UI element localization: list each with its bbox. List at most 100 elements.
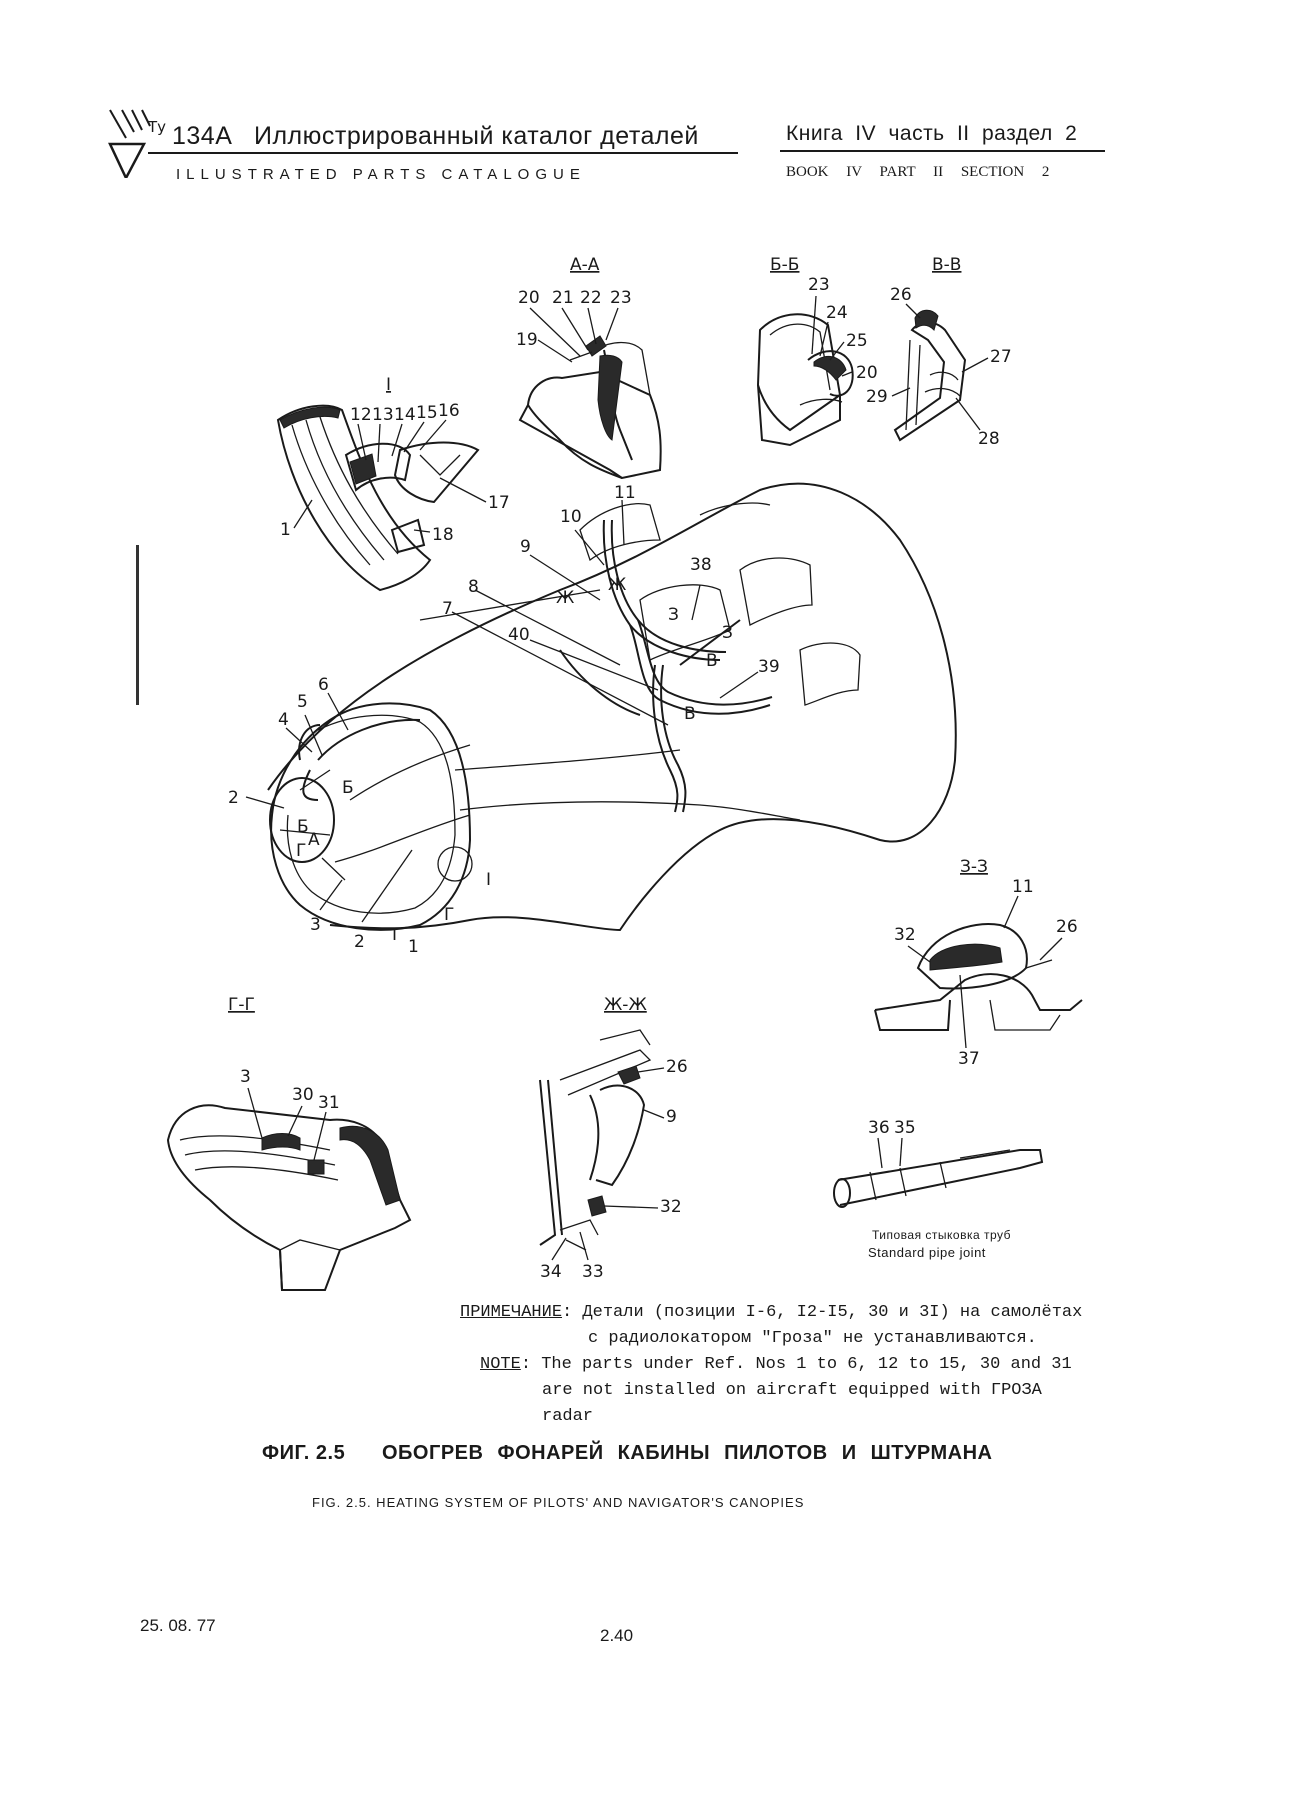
callout-7: 7 [442, 599, 453, 619]
main-callouts [245, 499, 759, 923]
callout-36: 36 [868, 1118, 890, 1138]
note-line-en-3: radar [542, 1407, 594, 1426]
note-label-ru: ПРИМЕЧАНИЕ [460, 1303, 563, 1322]
callout-39: 39 [758, 657, 780, 677]
canopy-main-view [267, 482, 957, 932]
section-detail-i: I [386, 375, 391, 395]
callout-6: 6 [318, 675, 329, 695]
section-vv: В-В [932, 255, 961, 275]
pipe-joint-caption-en: Standard pipe joint [868, 1245, 986, 1260]
view-letter-zh-left: Ж [556, 588, 574, 608]
section-aa-view [518, 335, 662, 480]
section-bb: Б-Б [770, 255, 799, 275]
figure-number-ru: ФИГ. 2.5 [262, 1442, 346, 1464]
view-letter-b-main: Б [342, 778, 354, 798]
callout-20b: 20 [856, 363, 878, 383]
view-letter-v-lower: В [684, 704, 696, 724]
view-letter-z-left: З [668, 605, 679, 625]
section-bb-view [756, 313, 854, 447]
note-label-en: NOTE [480, 1355, 521, 1374]
callout-9: 9 [520, 537, 531, 557]
catalog-title-ru: Иллюстрированный каталог деталей [254, 122, 699, 150]
view-letter-v-upper: В [706, 651, 718, 671]
callout-9b: 9 [666, 1107, 677, 1127]
callout-8: 8 [468, 577, 479, 597]
callout-13: 13 [372, 405, 394, 425]
note-line-en-2: are not installed on aircraft equipped w… [542, 1381, 1042, 1400]
note-line-en-1: NOTE: The parts under Ref. Nos 1 to 6, 1… [460, 1352, 1082, 1378]
callout-25: 25 [846, 331, 868, 351]
section-gg-view [166, 1104, 412, 1291]
figure-title-en: FIG. 2.5. HEATING SYSTEM OF PILOTS' AND … [312, 1495, 805, 1510]
callout-26b: 26 [1056, 917, 1078, 937]
view-letter-g-right: Г [444, 905, 454, 925]
section-zz-view [874, 923, 1083, 1031]
note-line-ru-1: ПРИМЕЧАНИЕ: Детали (позиции I-6, I2-I5, … [460, 1300, 1082, 1326]
callout-32a: 32 [894, 925, 916, 945]
callout-11a: 11 [614, 483, 636, 503]
figure-title-ru: ОБОГРЕВ ФОНАРЕЙ КАБИНЫ ПИЛОТОВ И ШТУРМАН… [382, 1442, 993, 1464]
callout-36-leader [877, 1137, 883, 1169]
callout-29: 29 [866, 387, 888, 407]
callout-5: 5 [297, 692, 308, 712]
note-line-ru-2: с радиолокатором "Гроза" не устанавливаю… [588, 1329, 1037, 1348]
header-rule-right [780, 150, 1105, 152]
detail-i-leaders [293, 419, 487, 533]
callout-2a: 2 [228, 788, 239, 808]
view-letter-a-small: А [308, 830, 320, 850]
view-letter-g-small: Г [296, 841, 306, 861]
section-zhzh-view [539, 1029, 652, 1251]
section-aa: А-А [570, 255, 600, 275]
detail-i-view [276, 404, 480, 592]
book-en: BOOK IV PART II SECTION 2 [786, 164, 1050, 180]
callout-32b: 32 [660, 1197, 682, 1217]
callout-38: 38 [690, 555, 712, 575]
callout-11b: 11 [1012, 877, 1034, 897]
callout-24: 24 [826, 303, 848, 323]
note-text-en-1: : The parts under Ref. Nos 1 to 6, 12 to… [520, 1355, 1072, 1374]
page-number: 2.40 [600, 1626, 634, 1645]
callout-27: 27 [990, 347, 1012, 367]
callout-23a: 23 [610, 288, 632, 308]
callout-2b: 2 [354, 932, 365, 952]
section-zz: З-З [960, 857, 988, 877]
revision-date: 25. 08. 77 [140, 1616, 216, 1635]
section-bb-leaders [811, 295, 853, 377]
callout-16: 16 [438, 401, 460, 421]
callout-35: 35 [894, 1118, 916, 1138]
callout-31: 31 [318, 1093, 340, 1113]
callout-4: 4 [278, 710, 289, 730]
section-aa-leaders [529, 307, 619, 363]
scan-edge-mark [136, 545, 139, 705]
section-zz-leaders [907, 895, 1063, 1049]
callout-26c: 26 [666, 1057, 688, 1077]
view-letter-zh-right: Ж [608, 575, 626, 595]
pipe-joint-caption-ru: Типовая стыковка труб [872, 1228, 1012, 1242]
section-gg: Г-Г [228, 995, 255, 1015]
view-letter-b-small: Б [297, 817, 309, 837]
callout-1a: 1 [408, 937, 419, 957]
callout-17: 17 [488, 493, 510, 513]
callout-18: 18 [432, 525, 454, 545]
callout-14: 14 [394, 405, 416, 425]
section-zhzh-leaders [551, 1067, 665, 1261]
callout-28: 28 [978, 429, 1000, 449]
callout-33: 33 [582, 1262, 604, 1282]
callout-35-leader [899, 1137, 903, 1167]
callout-3a: 3 [310, 915, 321, 935]
view-letter-g-left: Г [392, 925, 402, 945]
callout-12: 12 [350, 405, 372, 425]
callout-34: 34 [540, 1262, 562, 1282]
callout-1b: 1 [280, 520, 291, 540]
note-text-ru-1: : Детали (позиции I-6, I2-I5, 30 и 3I) н… [562, 1303, 1083, 1322]
callout-20a: 20 [518, 288, 540, 308]
callout-37: 37 [958, 1049, 980, 1069]
detail-marker: I [486, 870, 491, 890]
view-letter-z-right: З [722, 623, 733, 643]
pipe-joint-view [833, 1149, 1044, 1208]
callout-23b: 23 [808, 275, 830, 295]
section-vv-leaders [891, 303, 989, 431]
callout-22: 22 [580, 288, 602, 308]
callout-15: 15 [416, 403, 438, 423]
header-rule-left [148, 152, 738, 154]
